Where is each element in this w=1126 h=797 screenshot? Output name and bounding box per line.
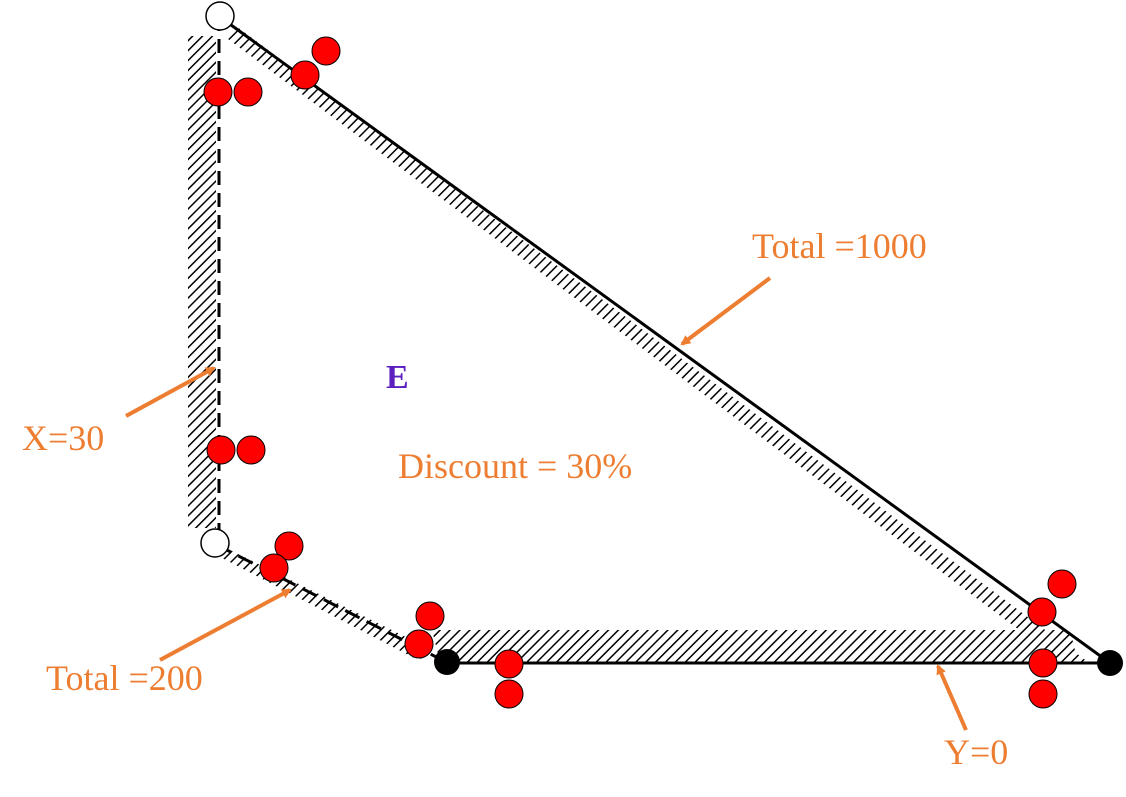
- test-point: [259, 553, 289, 583]
- boundary-lines: [216, 15, 1111, 665]
- test-point: [494, 649, 524, 679]
- test-point: [1027, 597, 1057, 627]
- test-point: [404, 629, 434, 659]
- open-vertex-top: [205, 1, 235, 31]
- closed-vertex-right: [1097, 650, 1123, 676]
- test-point: [494, 679, 524, 709]
- test-point: [415, 601, 445, 631]
- hatched-bands: [188, 26, 1088, 662]
- test-point: [274, 531, 304, 561]
- line-total-200: [216, 543, 447, 664]
- line-total-1000: [219, 15, 1111, 665]
- test-point: [290, 60, 320, 90]
- test-point: [206, 435, 236, 465]
- arrow-y-0: [936, 664, 968, 731]
- hatch-band-total-1000: [224, 26, 1088, 662]
- label-x-30: X=30: [22, 418, 104, 458]
- test-point: [203, 77, 233, 107]
- annotation-arrows: [125, 276, 968, 731]
- test-point: [1047, 569, 1077, 599]
- hatch-band-y-equals-0: [432, 630, 1078, 662]
- test-point: [1028, 648, 1058, 678]
- arrow-total-1000: [680, 276, 772, 346]
- vertices: [200, 1, 1123, 676]
- label-y-0: Y=0: [944, 732, 1008, 772]
- closed-vertex-lower-middle: [434, 649, 460, 675]
- test-points: [203, 36, 1077, 709]
- label-total-200: Total =200: [46, 658, 203, 698]
- test-point: [233, 77, 263, 107]
- text-labels: Total =1000 X=30 E Discount = 30% Total …: [22, 226, 1008, 772]
- test-point: [1028, 679, 1058, 709]
- test-point: [311, 36, 341, 66]
- test-point: [236, 435, 266, 465]
- label-region-e: E: [386, 359, 409, 396]
- arrow-total-200: [159, 588, 292, 662]
- label-discount: Discount = 30%: [398, 446, 632, 486]
- hatch-band-total-200: [222, 548, 436, 660]
- arrow-x-30: [125, 366, 216, 418]
- label-total-1000: Total =1000: [752, 226, 927, 266]
- hatch-band-x-equals-30: [188, 36, 216, 528]
- open-vertex-bottom-left: [200, 528, 230, 558]
